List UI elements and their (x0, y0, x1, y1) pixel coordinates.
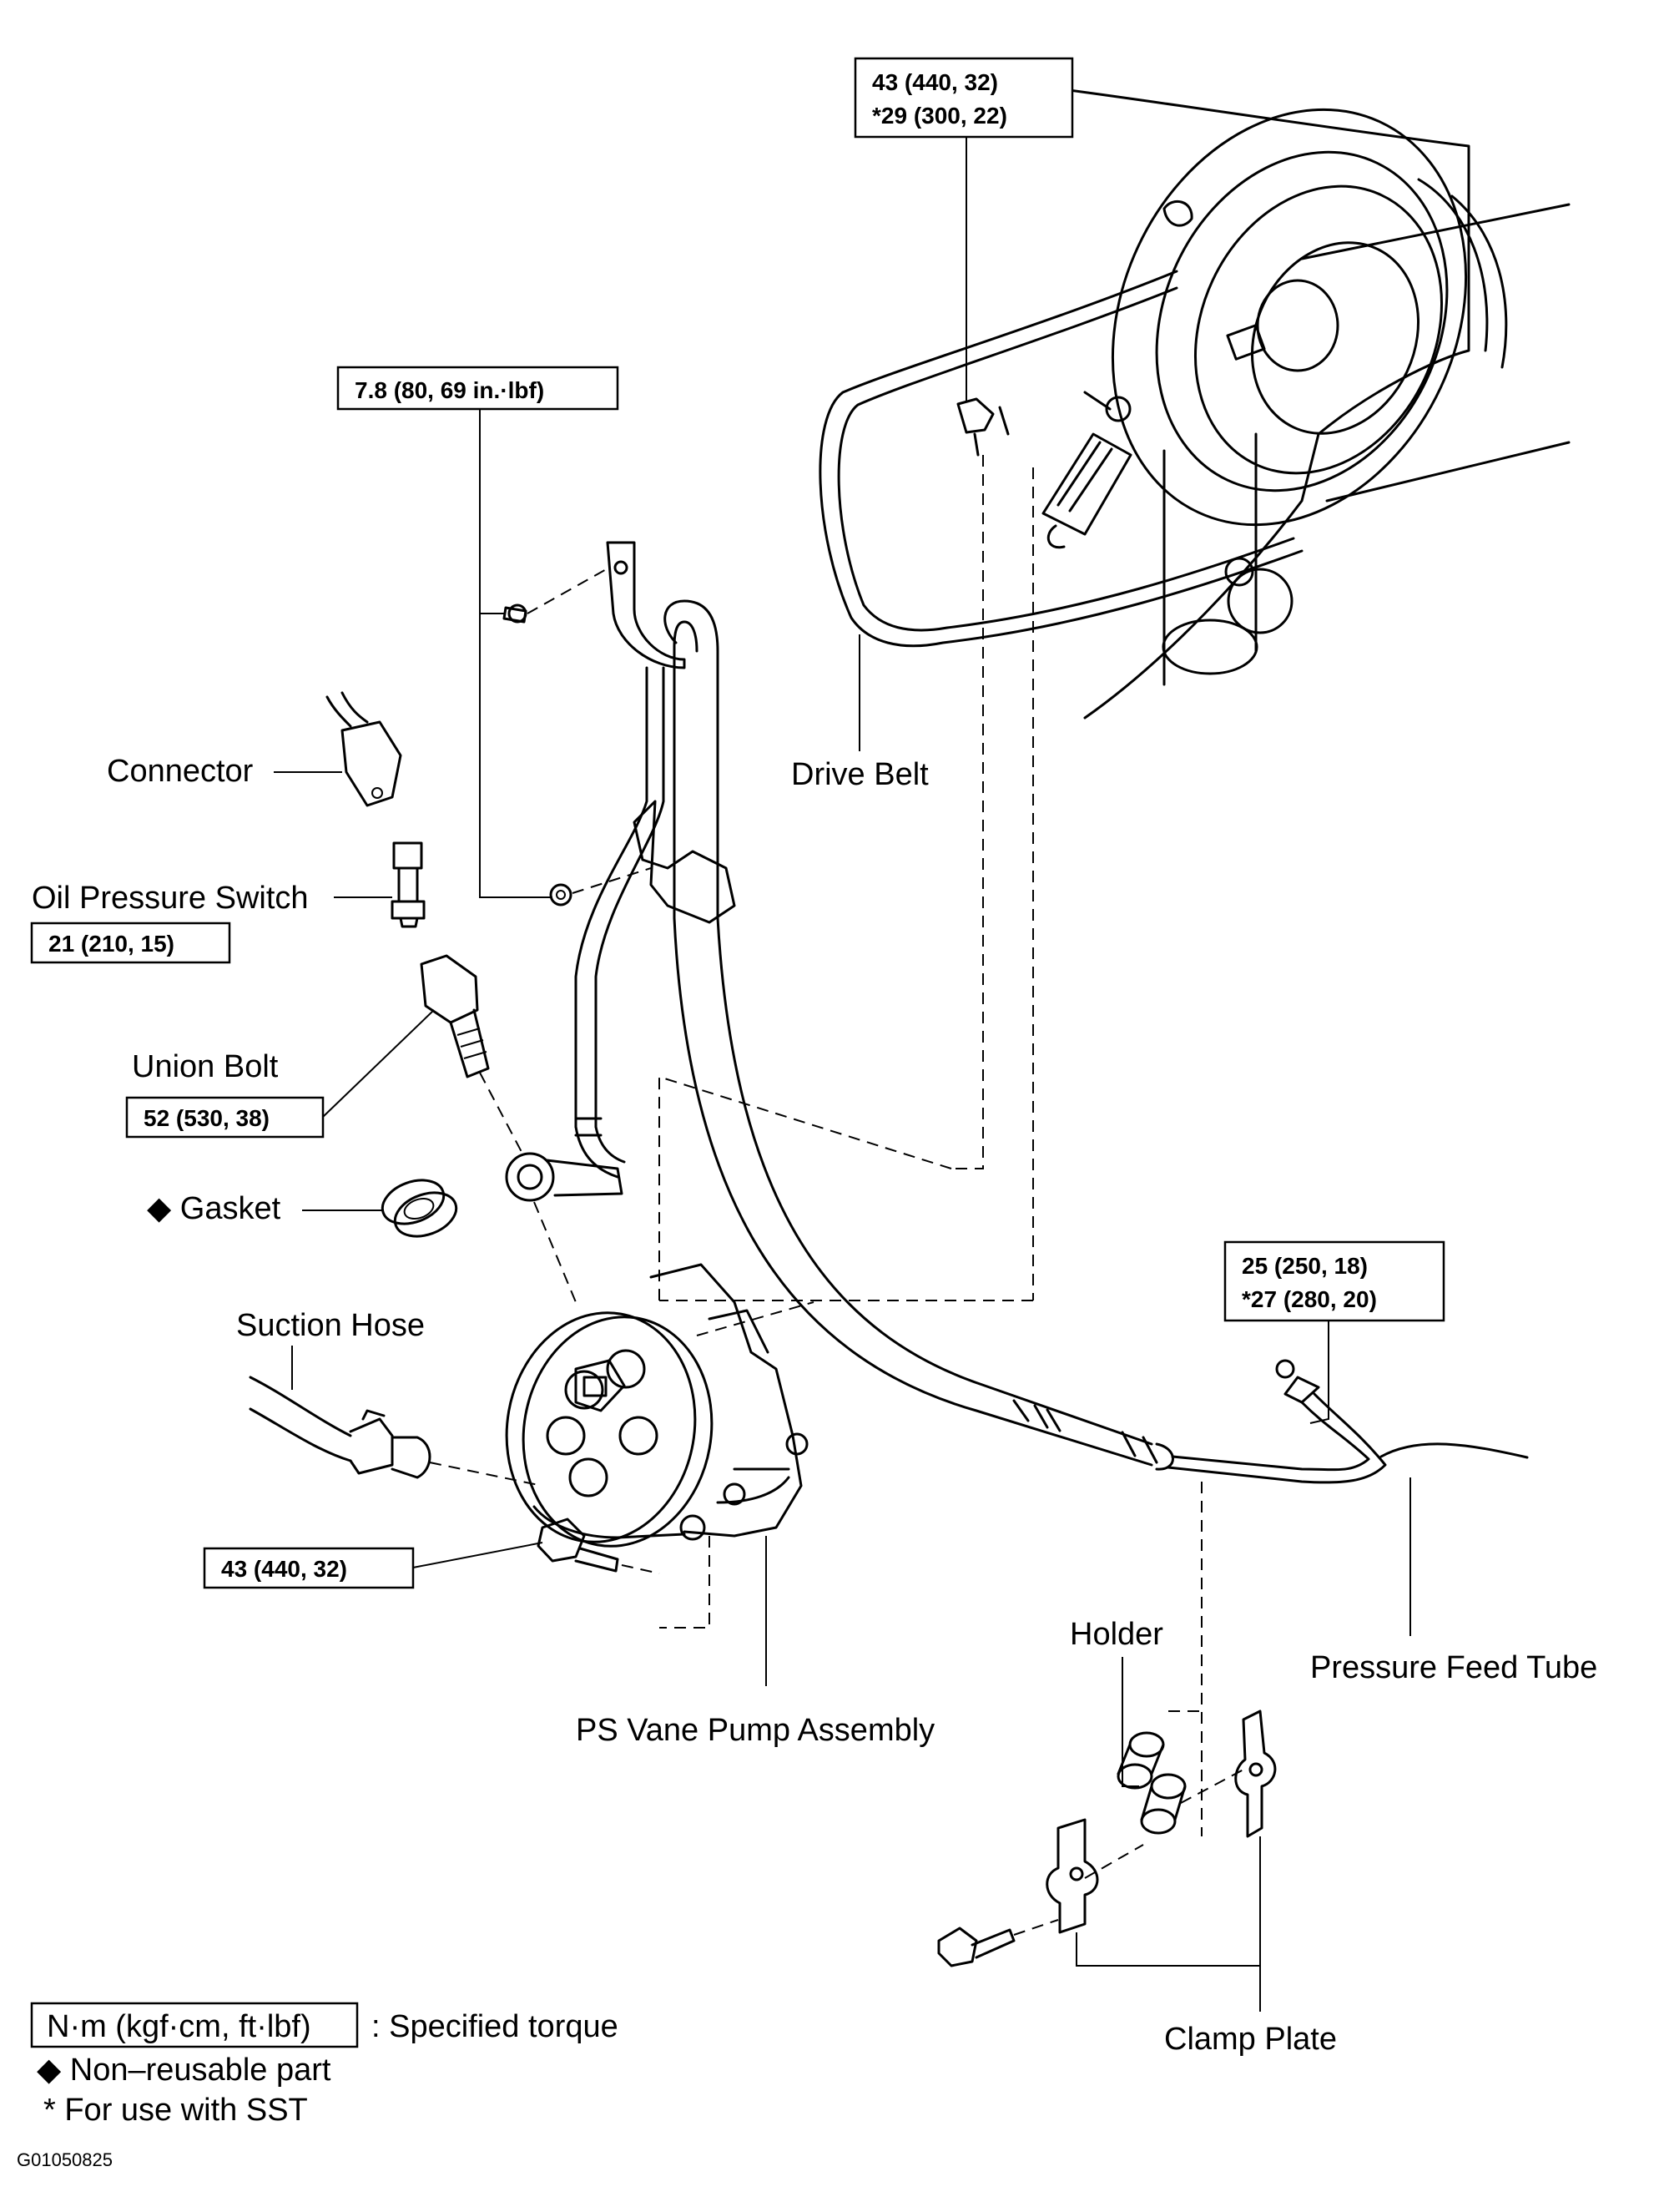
gasket-label: ◆ Gasket (147, 1191, 281, 1226)
holder-parts (1117, 1731, 1187, 1835)
holder-label: Holder (1070, 1617, 1163, 1652)
legend-torque-units: N·m (kgf·cm, ft·lbf) (47, 2009, 311, 2044)
legend-sst: * For use with SST (43, 2093, 308, 2128)
connector-label: Connector (107, 754, 254, 789)
pressure-feed-tube-label: Pressure Feed Tube (1310, 1650, 1597, 1685)
bracket-bolt-2 (549, 883, 572, 907)
connector-part (325, 691, 402, 807)
pressure-feed-tube-torque-line1: 25 (250, 18) (1242, 1253, 1368, 1279)
gasket-part (381, 1179, 458, 1238)
bracket (606, 541, 686, 669)
return-hose (574, 666, 736, 1179)
clamp-bolt (937, 1927, 1016, 1967)
oil-pressure-switch-label: Oil Pressure Switch (32, 881, 309, 916)
crank-bolt-torque-line2: *29 (300, 22) (872, 103, 1007, 129)
union-bolt-torque: 52 (530, 38) (144, 1105, 270, 1131)
pump-bolt-torque: 43 (440, 32) (221, 1556, 347, 1582)
bracket-bolt-torque: 7.8 (80, 69 in.·lbf) (355, 377, 544, 403)
bracket-bolt-leader (479, 409, 552, 898)
oil-pressure-switch-part (391, 841, 426, 928)
crank-bolt (956, 397, 1010, 457)
union-bolt-label: Union Bolt (132, 1049, 279, 1084)
suction-hose-part (249, 1376, 431, 1479)
crank-bolt-torque-line1: 43 (440, 32) (872, 69, 998, 95)
pressure-feed-tube-torque-line2: *27 (280, 20) (1242, 1286, 1377, 1312)
drive-belt (819, 270, 1304, 648)
legend-torque-desc: : Specified torque (371, 2009, 618, 2044)
pressure-hose (663, 599, 1529, 1484)
suction-hose-label: Suction Hose (236, 1308, 425, 1343)
crankshaft-pulley (1111, 108, 1508, 527)
drive-belt-label: Drive Belt (791, 757, 929, 792)
figure-code: G01050825 (17, 2149, 113, 2170)
ps-vane-pump-label: PS Vane Pump Assembly (576, 1713, 935, 1748)
union-fitting (505, 1152, 623, 1202)
legend-non-reusable: ◆ Non–reusable part (37, 2053, 331, 2088)
bracket-bolt-1 (502, 604, 527, 624)
clamp-plate-label: Clamp Plate (1164, 2022, 1337, 2057)
pump-bolt-part (537, 1518, 619, 1573)
union-bolt-part (420, 954, 490, 1078)
ps-vane-pump-part (505, 1263, 809, 1548)
clamp-plate-1 (1046, 1818, 1099, 1934)
clamp-plate-2 (1234, 1710, 1277, 1838)
oil-pressure-switch-torque: 21 (210, 15) (48, 931, 174, 957)
belt-tensioner (1041, 391, 1132, 549)
